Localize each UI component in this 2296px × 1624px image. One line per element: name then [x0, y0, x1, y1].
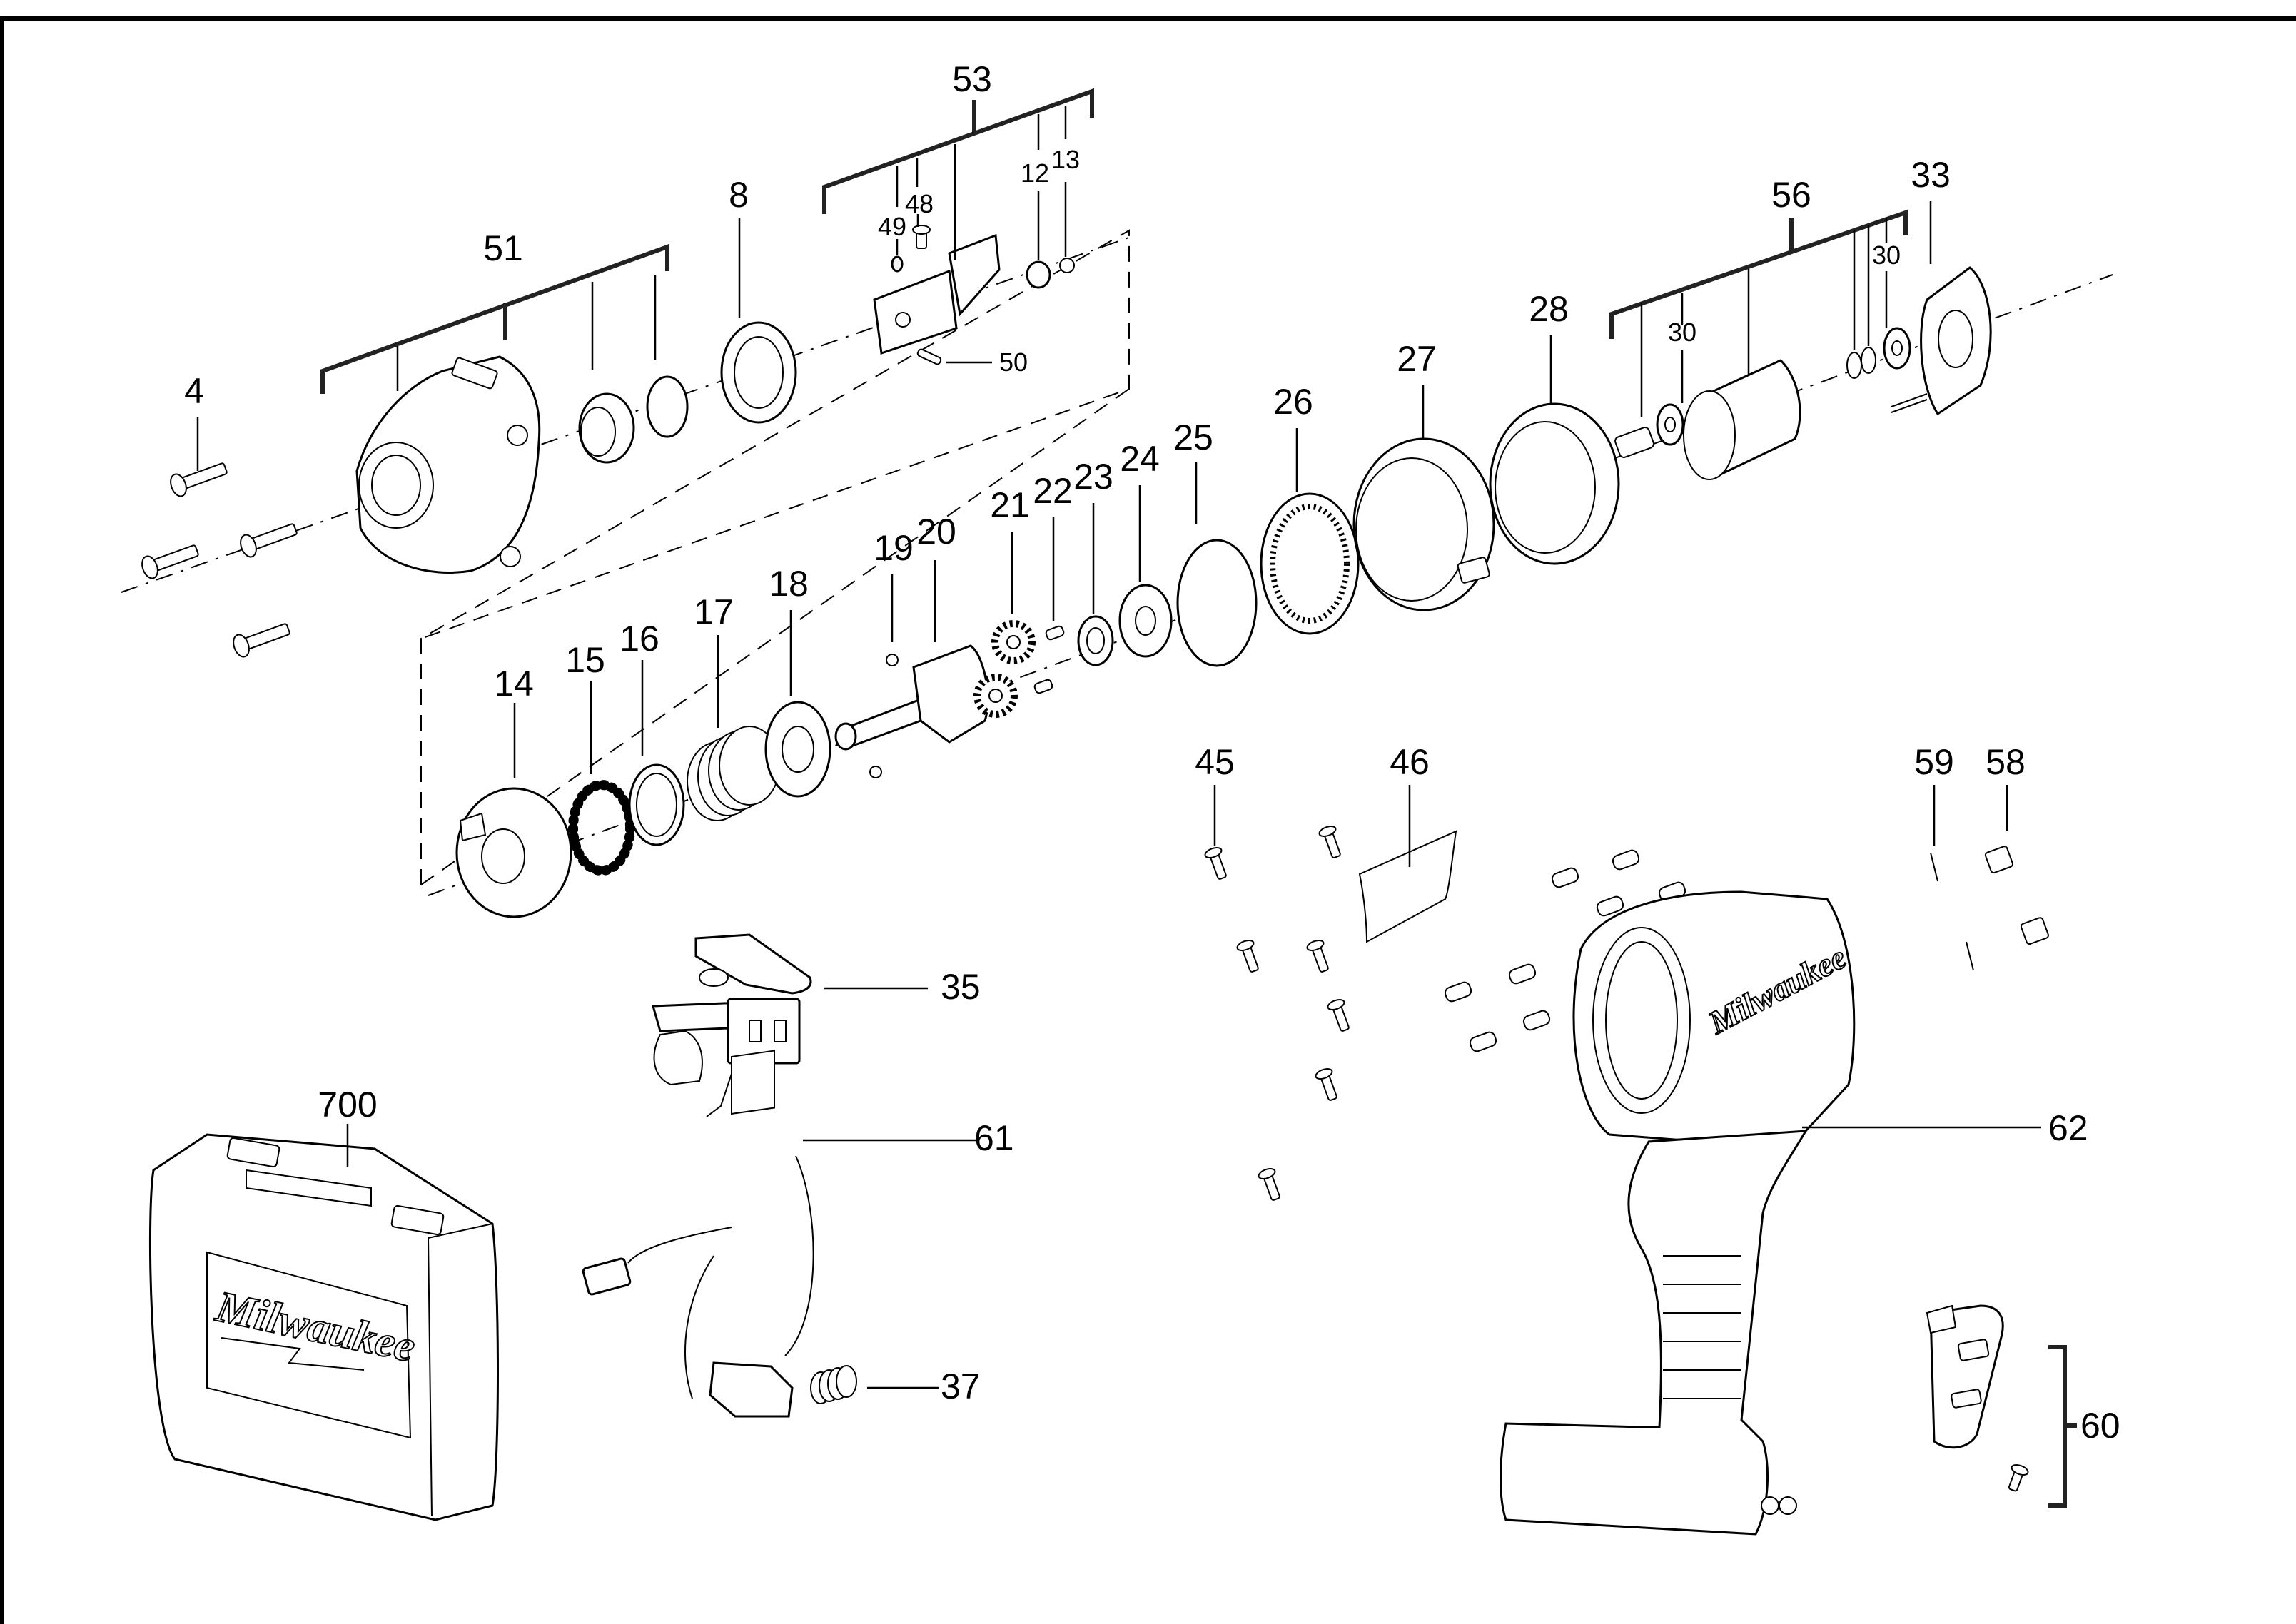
callout-35: 35: [941, 967, 981, 1007]
part-bushing-51: [578, 392, 635, 464]
callout-45: 45: [1195, 742, 1235, 782]
part-buttons-58: [1984, 846, 2049, 945]
part-spring-17: [687, 726, 780, 821]
callout-60: 60: [2080, 1406, 2120, 1446]
part-washer-8: [720, 321, 797, 424]
part-washer-23: [1077, 615, 1114, 666]
callout-24: 24: [1120, 439, 1160, 479]
callout-61: 61: [974, 1118, 1014, 1158]
hammer-group-outline: [420, 229, 1130, 885]
callout-20: 20: [916, 512, 956, 552]
callout-51: 51: [483, 228, 523, 268]
callout-14: 14: [494, 664, 534, 704]
part-belt-clip-60: [1926, 1304, 2004, 1449]
part-switch-harness-61: [582, 998, 814, 1418]
part-bearing-24: [1118, 584, 1173, 658]
callout-62: 62: [2048, 1108, 2088, 1148]
part-ring-gear-26: [1260, 492, 1360, 635]
callout-48: 48: [905, 189, 934, 218]
part-gear-case-27: [1352, 437, 1495, 611]
part-forward-reverse-switch-35: [694, 933, 812, 995]
part-front-housing-51: [355, 355, 541, 574]
part-pins-59: [1930, 852, 1974, 971]
callout-8: 8: [729, 175, 749, 215]
part-oring-25: [1176, 539, 1258, 667]
callout-26: 26: [1273, 382, 1313, 422]
part-rotor-56: [1683, 359, 1801, 480]
part-screws-45: [1204, 826, 1350, 1201]
part-planet-gear-21: [973, 620, 1036, 718]
part-pin-22: [1033, 625, 1065, 694]
callout-50: 50: [999, 347, 1028, 377]
callout-59: 59: [1914, 742, 1954, 782]
callout-33: 33: [1911, 155, 1951, 195]
callout-27: 27: [1397, 339, 1437, 379]
callout-19: 19: [874, 528, 914, 568]
part-oring-51: [646, 375, 689, 438]
part-bushing-12: [1026, 260, 1051, 289]
part-spring-49: [891, 255, 904, 273]
callout-15: 15: [565, 640, 605, 680]
part-ball-13: [1059, 258, 1075, 273]
callout-18: 18: [769, 564, 809, 604]
part-hammer-14: [455, 787, 572, 918]
part-clip-screw-60: [2008, 1464, 2029, 1492]
callout-25: 25: [1173, 417, 1213, 457]
part-spring-37: [810, 1365, 857, 1404]
callout-30-rotor-front: 30: [1668, 318, 1696, 347]
part-pinion-56: [1614, 427, 1654, 458]
part-bearing-30a: [1656, 403, 1684, 446]
part-main-housing-62: Milwaukee: [1500, 890, 1856, 1536]
callout-12: 12: [1021, 158, 1049, 188]
callout-700: 700: [318, 1085, 377, 1125]
callout-16: 16: [619, 619, 659, 659]
callout-37: 37: [941, 1366, 981, 1406]
callout-28: 28: [1529, 289, 1569, 329]
callout-4: 4: [184, 371, 204, 411]
callout-30-rotor-rear: 30: [1872, 240, 1901, 270]
part-screw-4: [141, 462, 298, 658]
part-anvil-53: [873, 233, 1001, 355]
callout-17: 17: [694, 592, 734, 632]
part-washer-18: [764, 701, 831, 798]
part-carrying-case-700: Milwaukee: [148, 1133, 499, 1521]
callout-58: 58: [1986, 742, 2026, 782]
callout-46: 46: [1390, 742, 1430, 782]
callout-22: 22: [1033, 471, 1073, 511]
bracket-56: [1609, 209, 1908, 339]
callout-21: 21: [990, 485, 1030, 525]
part-ball-bearing-15: [568, 780, 635, 876]
callout-13: 13: [1051, 145, 1080, 174]
part-bearing-30b: [1883, 327, 1911, 370]
part-spindle-20: [834, 644, 989, 751]
bracket-51: [320, 243, 669, 394]
part-pin-48: [912, 225, 931, 249]
callout-53: 53: [952, 59, 992, 99]
part-pin-50: [916, 348, 942, 365]
part-washer-16: [628, 763, 685, 846]
bracket-53: [822, 88, 1094, 214]
callout-49: 49: [878, 212, 906, 241]
part-pcb-33: [1891, 266, 1992, 416]
part-motor-housing-ring-28: [1489, 402, 1620, 565]
callout-56: 56: [1771, 175, 1811, 215]
part-label-46: [1358, 830, 1457, 943]
callout-23: 23: [1073, 457, 1113, 497]
bracket-60: [2048, 1345, 2067, 1508]
part-ball-19: [869, 654, 899, 778]
part-washers-56: [1846, 347, 1876, 379]
